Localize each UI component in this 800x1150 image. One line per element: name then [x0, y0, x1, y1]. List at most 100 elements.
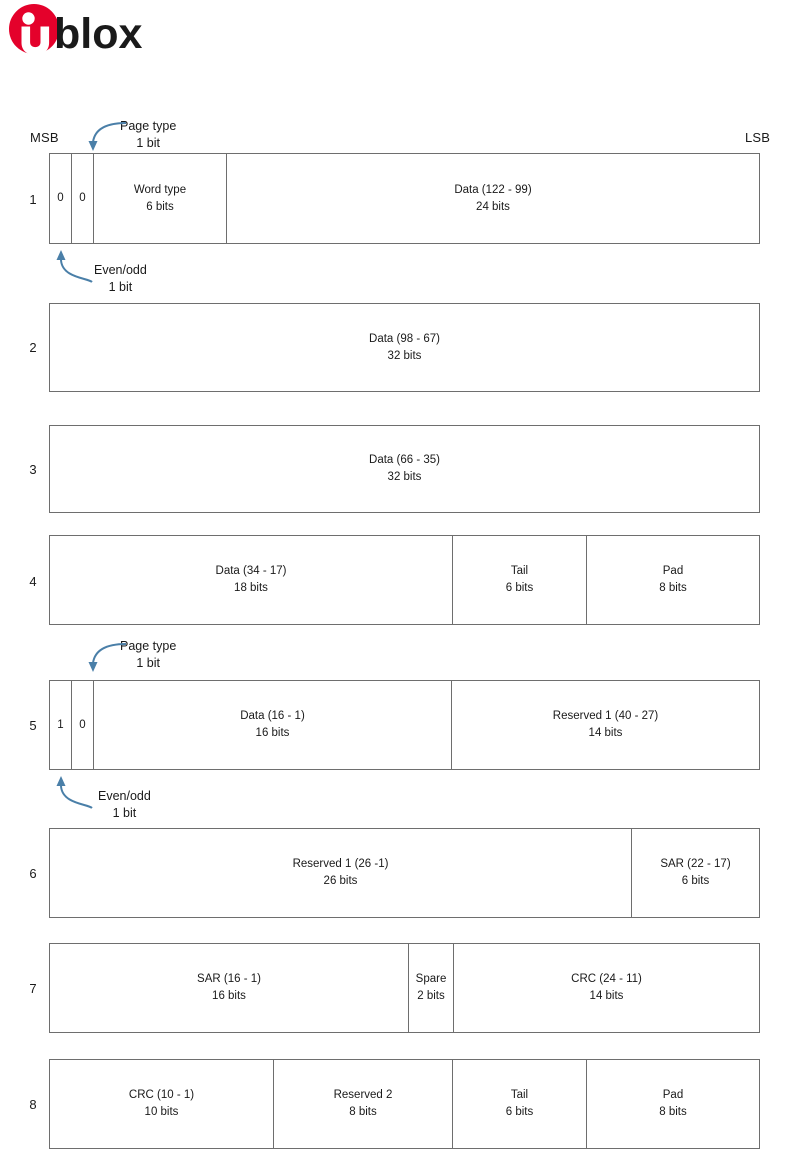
row8-cell-pad: Pad 8 bits [587, 1060, 759, 1148]
row7-cell-crc-name: CRC (24 - 11) [571, 973, 642, 986]
row1-cell-data: Data (122 - 99) 24 bits [227, 154, 759, 243]
row7-cell-sar-name: SAR (16 - 1) [197, 973, 261, 986]
row6-cell-sar-bits: 6 bits [681, 875, 710, 887]
callout-even-odd-top: Even/odd 1 bit [94, 262, 147, 296]
row6-cell-reserved1-bits: 26 bits [323, 875, 358, 887]
row4-cell-tail-bits: 6 bits [505, 582, 534, 594]
row7-cell-crc: CRC (24 - 11) 14 bits [454, 944, 759, 1032]
row8-cell-crc: CRC (10 - 1) 10 bits [50, 1060, 274, 1148]
word-row-5: 1 0 Data (16 - 1) 16 bits Reserved 1 (40… [49, 680, 760, 770]
row5-cell-even-odd-value: 1 [57, 718, 64, 731]
row5-cell-page-type: 0 [72, 681, 94, 769]
callout-page-type-top-line1: Page type [120, 119, 177, 133]
row2-cell-data-name: Data (98 - 67) [369, 332, 440, 345]
row-index-5: 5 [29, 718, 37, 733]
row1-cell-even-odd: 0 [50, 154, 72, 243]
row1-cell-word-type-bits: 6 bits [146, 200, 174, 213]
row1-cell-word-type: Word type 6 bits [94, 154, 227, 243]
logo-dot [22, 12, 35, 25]
row-index-6: 6 [29, 866, 37, 881]
logo-u-letter [21, 26, 50, 56]
callout-even-odd-top-line1: Even/odd [94, 263, 147, 277]
word-row-3: Data (66 - 35) 32 bits [49, 425, 760, 513]
row6-cell-reserved1: Reserved 1 (26 -1) 26 bits [50, 829, 632, 917]
row8-cell-tail-bits: 6 bits [505, 1106, 534, 1118]
row1-cell-data-bits: 24 bits [476, 200, 510, 213]
callout-even-odd-top-line2: 1 bit [108, 279, 133, 294]
ublox-logo-svg: blox [9, 4, 142, 58]
arrow-even-odd-top [56, 250, 93, 283]
row8-cell-pad-name: Pad [662, 1089, 684, 1102]
row8-cell-tail: Tail 6 bits [453, 1060, 587, 1148]
row8-cell-reserved2: Reserved 2 8 bits [274, 1060, 453, 1148]
arrow-even-odd-bottom [56, 776, 93, 809]
row8-cell-tail-name: Tail [510, 1089, 529, 1102]
row1-cell-word-type-name: Word type [133, 183, 187, 196]
callout-page-type-top: Page type 1 bit [120, 118, 176, 152]
row3-cell-data-bits: 32 bits [387, 471, 422, 483]
callout-page-type-bottom-line1: Page type [120, 639, 177, 653]
word-row-6: Reserved 1 (26 -1) 26 bits SAR (22 - 17)… [49, 828, 760, 918]
ublox-logo: blox [8, 4, 168, 58]
callout-page-type-top-line2: 1 bit [136, 135, 160, 150]
row4-cell-tail: Tail 6 bits [453, 536, 587, 624]
row7-cell-spare-bits: 2 bits [417, 990, 445, 1002]
row-index-1: 1 [29, 192, 37, 207]
row8-cell-pad-bits: 8 bits [659, 1106, 687, 1118]
row-index-4: 4 [29, 574, 37, 589]
callout-even-odd-bottom: Even/odd 1 bit [98, 788, 151, 822]
row8-cell-reserved2-name: Reserved 2 [333, 1089, 393, 1102]
row5-cell-data: Data (16 - 1) 16 bits [94, 681, 452, 769]
row-index-3: 3 [29, 462, 37, 477]
row1-cell-page-type-value: 0 [79, 192, 86, 205]
word-row-4: Data (34 - 17) 18 bits Tail 6 bits Pad 8… [49, 535, 760, 625]
row4-cell-pad-bits: 8 bits [659, 582, 687, 594]
row8-cell-reserved2-bits: 8 bits [349, 1106, 377, 1118]
logo-wordmark: blox [54, 10, 142, 58]
row7-cell-crc-bits: 14 bits [589, 990, 624, 1002]
callout-even-odd-bottom-line2: 1 bit [112, 805, 137, 820]
row7-cell-spare-name: Spare [415, 973, 447, 986]
row5-cell-data-bits: 16 bits [255, 727, 290, 739]
row1-cell-even-odd-value: 0 [57, 192, 64, 205]
word-row-7: SAR (16 - 1) 16 bits Spare 2 bits CRC (2… [49, 943, 760, 1033]
row4-cell-data: Data (34 - 17) 18 bits [50, 536, 453, 624]
row8-cell-crc-bits: 10 bits [144, 1106, 179, 1118]
row-index-2: 2 [29, 340, 37, 355]
callout-page-type-bottom: Page type 1 bit [120, 638, 176, 672]
lsb-label: LSB [745, 130, 771, 145]
row4-cell-data-name: Data (34 - 17) [215, 565, 287, 578]
msb-label: MSB [30, 130, 59, 145]
row4-cell-pad: Pad 8 bits [587, 536, 759, 624]
row5-cell-page-type-value: 0 [79, 718, 86, 731]
arrow-page-type-top [88, 122, 127, 151]
row-index-8: 8 [29, 1097, 37, 1112]
row1-cell-data-name: Data (122 - 99) [454, 183, 532, 196]
word-row-2: Data (98 - 67) 32 bits [49, 303, 760, 392]
word-row-8: CRC (10 - 1) 10 bits Reserved 2 8 bits T… [49, 1059, 760, 1149]
row3-cell-data: Data (66 - 35) 32 bits [50, 426, 759, 512]
row5-cell-reserved1-name: Reserved 1 (40 - 27) [552, 710, 659, 723]
row6-cell-reserved1-name: Reserved 1 (26 -1) [292, 858, 389, 871]
row1-cell-page-type: 0 [72, 154, 94, 243]
callout-page-type-bottom-line2: 1 bit [136, 655, 160, 670]
row-index-7: 7 [29, 981, 37, 996]
row4-cell-data-bits: 18 bits [234, 582, 268, 594]
row4-cell-tail-name: Tail [510, 565, 529, 578]
row6-cell-sar-name: SAR (22 - 17) [660, 858, 731, 871]
row7-cell-sar-bits: 16 bits [212, 990, 246, 1002]
row8-cell-crc-name: CRC (10 - 1) [128, 1089, 195, 1102]
row2-cell-data-bits: 32 bits [387, 349, 422, 362]
callout-even-odd-bottom-line1: Even/odd [98, 789, 151, 803]
row7-cell-spare: Spare 2 bits [409, 944, 454, 1032]
row4-cell-pad-name: Pad [662, 565, 684, 578]
word-row-1: 0 0 Word type 6 bits Data (122 - 99) 24 … [49, 153, 760, 244]
row6-cell-sar: SAR (22 - 17) 6 bits [632, 829, 759, 917]
row2-cell-data: Data (98 - 67) 32 bits [50, 304, 759, 391]
row5-cell-data-name: Data (16 - 1) [240, 710, 305, 723]
row5-cell-reserved1: Reserved 1 (40 - 27) 14 bits [452, 681, 759, 769]
arrow-page-type-bottom [88, 643, 127, 672]
row5-cell-even-odd: 1 [50, 681, 72, 769]
row3-cell-data-name: Data (66 - 35) [369, 454, 440, 467]
